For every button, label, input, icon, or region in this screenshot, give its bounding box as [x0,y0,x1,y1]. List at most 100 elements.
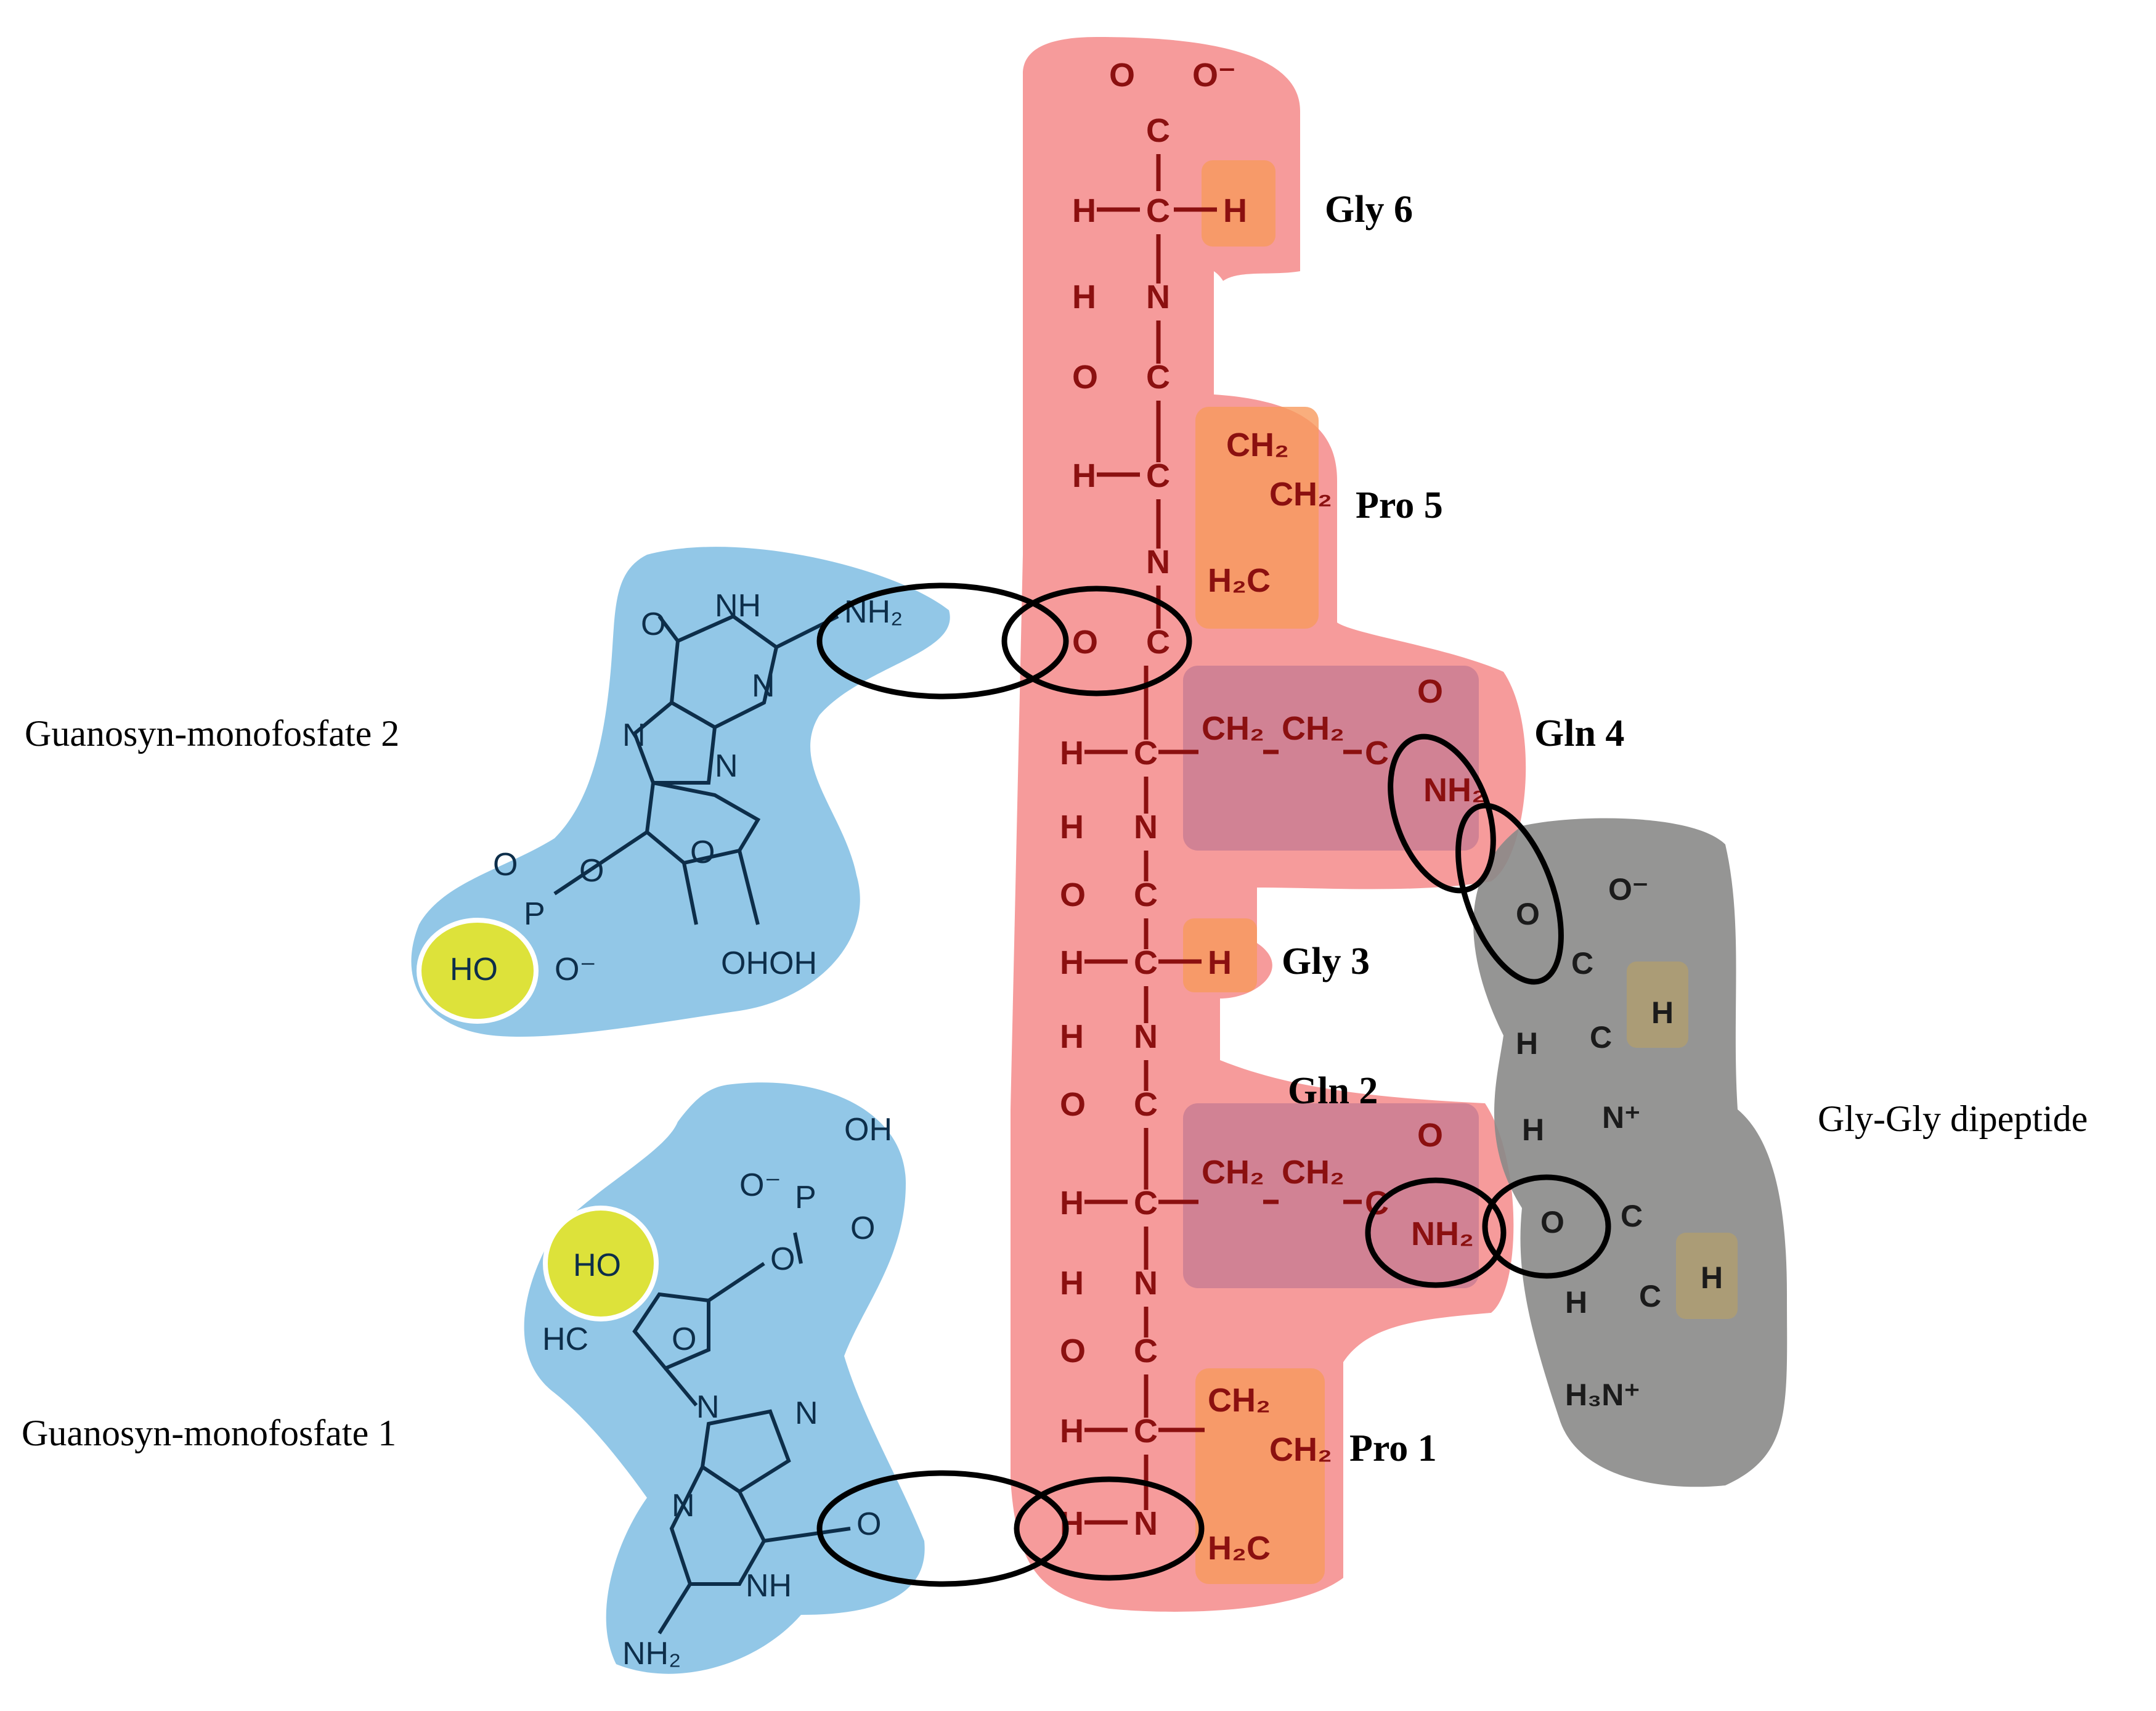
atom-n: N [1134,1505,1158,1542]
atom-o: O [1072,624,1098,661]
atom-o-minus: O⁻ [739,1167,781,1203]
pro5-sidechain-box [1195,407,1319,629]
atom-o: O [770,1241,795,1277]
atom-o: O [1109,57,1135,94]
atom-o-minus: O⁻ [1192,57,1236,94]
atom-h: H [1072,279,1096,316]
gmp2-bonds [553,614,839,925]
atom-ch2: CH₂ [1208,1382,1271,1419]
gly-gly-dipeptide-shape [1473,818,1788,1487]
atom-nh: NH [746,1568,792,1604]
atom-o: O [850,1211,875,1246]
atom-c: C [1134,1185,1158,1222]
atom-o: O [690,835,715,870]
atom-nh2: NH₂ [622,1636,681,1672]
gln4-sidechain-box [1183,666,1479,851]
atom-n: N [1146,279,1170,316]
atom-n-plus: N⁺ [1602,1100,1641,1135]
ring-gln2-nh2 [1365,1177,1507,1288]
atom-c: C [1146,359,1170,396]
atom-ch2: CH₂ [1202,1154,1264,1191]
glygly-atoms: O O⁻ C H C H H N⁺ O C H C H H₃N⁺ [1516,872,1723,1412]
atom-c: C [1134,876,1158,913]
atom-ch2: CH₂ [1282,710,1344,747]
atom-o: O [641,606,665,642]
atom-h: H [1522,1113,1544,1147]
atom-o: O [1540,1205,1564,1239]
atom-c: C [1146,192,1170,229]
atom-ch2: CH₂ [1282,1154,1344,1191]
atom-ho: HO [450,952,498,987]
atom-ho: HO [573,1248,621,1283]
atom-h: H [1060,1018,1084,1055]
atom-h: H [1565,1285,1587,1320]
atom-c: C [1639,1279,1661,1313]
backbone-bonds [1084,154,1362,1525]
atom-h: H [1060,1413,1084,1450]
atom-n: N [795,1395,818,1431]
atom-c: C [1571,946,1593,981]
atom-c: C [1134,1086,1158,1123]
atom-o: O [1060,1086,1086,1123]
atom-c: C [1134,1413,1158,1450]
atom-p: P [524,896,545,932]
backbone-atoms: O O⁻ C H C H H N O C H C CH₂ CH₂ N H₂C O… [1060,57,1486,1567]
atom-o: O [1516,897,1540,931]
atom-o: O [1417,1117,1443,1154]
atom-h: H [1208,944,1232,981]
atom-h: H [1072,192,1096,229]
label-gly6: Gly 6 [1325,189,1413,231]
atom-o: O [493,847,518,883]
atom-n: N [1134,1018,1158,1055]
gmp1-hydroxyl-highlight [543,1206,659,1321]
atom-ch2: CH₂ [1269,1431,1332,1468]
atom-nh2: NH₂ [1411,1215,1474,1252]
atom-o: O [1060,876,1086,913]
label-gmp1: Guanosyn-monofosfate 1 [22,1413,396,1453]
atom-c: C [1134,735,1158,772]
label-gmp2: Guanosyn-monofosfate 2 [25,713,399,754]
atom-n: N [715,748,738,784]
atom-n: N [696,1389,720,1425]
label-pro5: Pro 5 [1356,484,1443,526]
atom-h: H [1060,735,1084,772]
gmp1-bonds [632,1232,851,1635]
atom-ohoh: OHOH [721,945,817,981]
atom-oh: OH [844,1112,892,1148]
glygly-h-box-top [1627,962,1688,1048]
atom-h: H [1651,995,1674,1030]
label-pro1: Pro 1 [1349,1427,1437,1469]
label-gly-gly-dipeptide: Gly-Gly dipeptide [1818,1098,2088,1139]
ring-glygly-o [1455,802,1564,985]
ring-glygly-co [1482,1174,1611,1279]
atom-c: C [1146,457,1170,494]
atom-n: N [1146,544,1170,581]
gly3-sidechain-box [1183,918,1257,992]
pro1-sidechain-box [1195,1368,1325,1584]
ring-gln4-nh2 [1388,733,1496,894]
glygly-h-box-bottom [1676,1233,1738,1319]
interaction-rings [816,582,1611,1587]
atom-ch2: CH₂ [1226,427,1289,463]
atom-h: H [1060,1185,1084,1222]
gln2-sidechain-box [1183,1103,1479,1288]
atom-c: C [1146,112,1170,149]
atom-n: N [1134,809,1158,846]
atom-c: C [1365,735,1389,772]
atom-o: O [1072,359,1098,396]
atom-o: O [1060,1333,1086,1370]
atom-c: C [1134,944,1158,981]
ring-pro5-carbonyl [1001,586,1192,696]
atom-h3n-plus: H₃N⁺ [1565,1378,1640,1412]
atom-o-minus: O⁻ [1608,872,1648,907]
atom-h: H [1060,944,1084,981]
label-gln2: Gln 2 [1288,1070,1378,1112]
atom-c: C [1590,1020,1612,1055]
atom-h2c: H₂C [1208,1530,1271,1567]
atom-o: O [672,1321,696,1357]
atom-n: N [1134,1265,1158,1302]
atom-c: C [1146,624,1170,661]
atom-o-minus: O⁻ [555,952,596,987]
